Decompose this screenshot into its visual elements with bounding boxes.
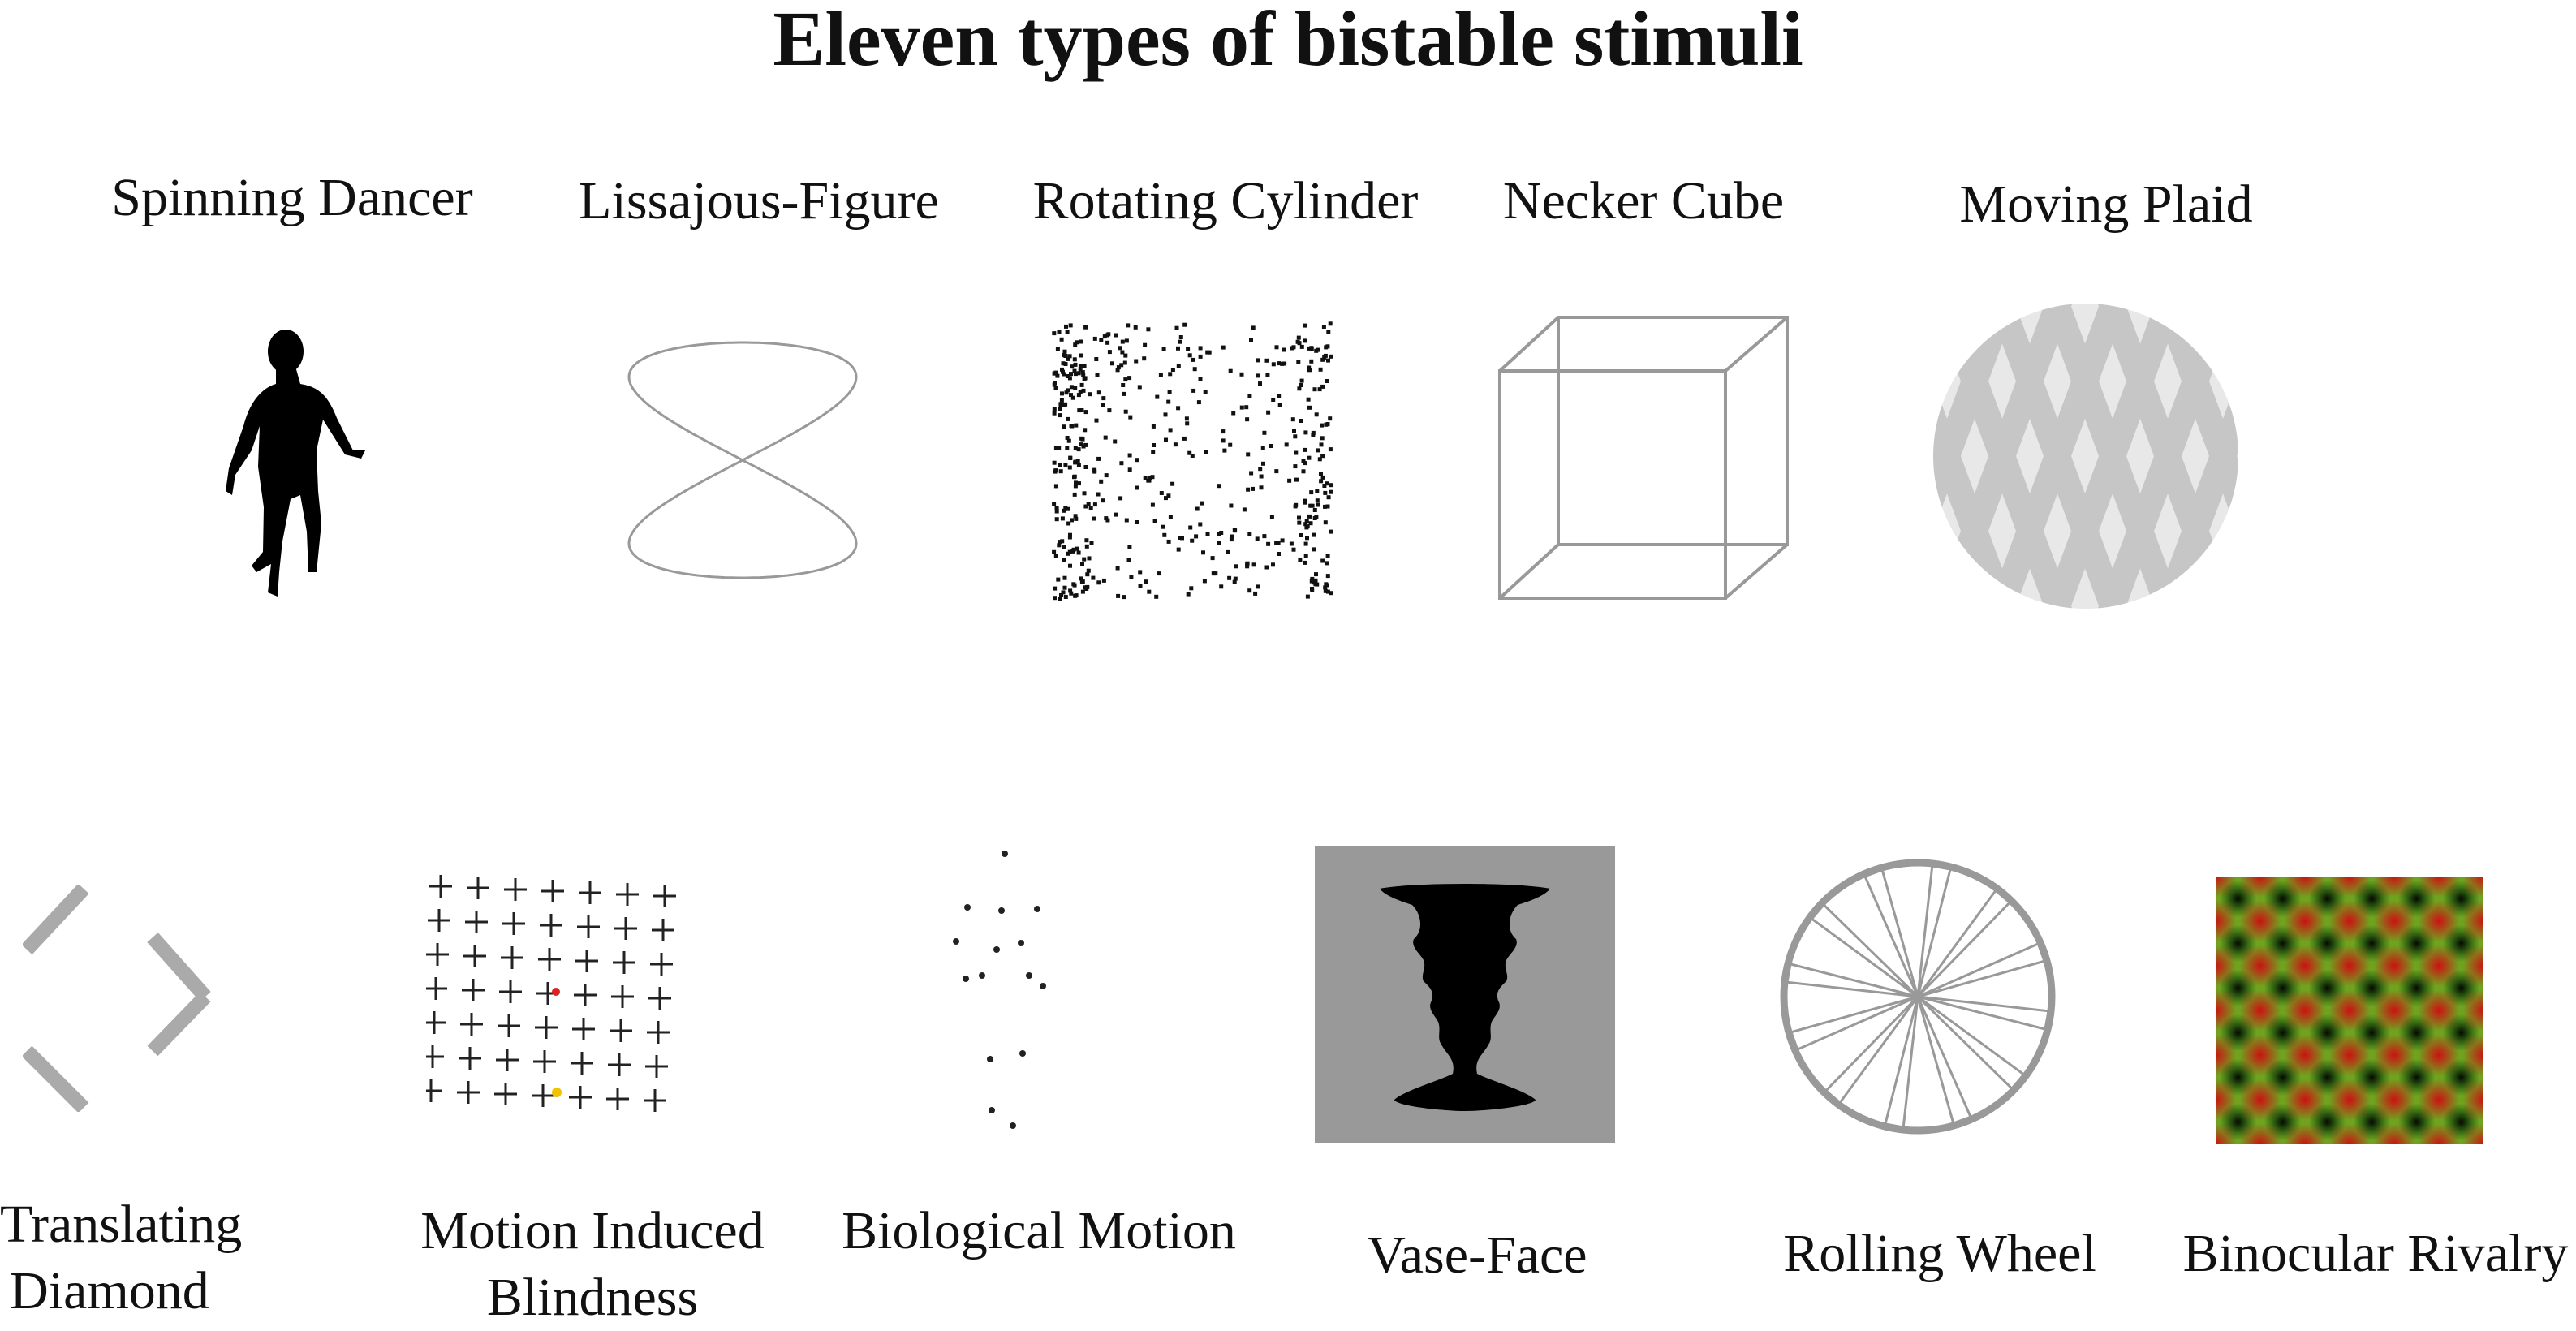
biological-motion-dots [953,851,1046,1129]
label-vase-face: Vase-Face [1367,1225,1587,1285]
label-necker-cube: Necker Cube [1502,171,1785,230]
lissajous-curve [627,341,858,579]
figure-title: Eleven types of bistable stimuli [773,0,1803,82]
label-binocular-rivalry: Binocular Rivalry [2182,1224,2569,1283]
lissajous-figure [627,341,858,579]
rotating-cylinder-dots [1052,321,1333,601]
translating-diamond [23,885,211,1112]
vase-face-figure [1315,846,1615,1143]
binocular-rivalry-checkerboard [2216,877,2483,1144]
label-rotating-cylinder: Rotating Cylinder [1032,171,1419,230]
label-biological-motion: Biological Motion [842,1201,1236,1260]
necker-cube [1498,316,1789,600]
label-lissajous-figure: Lissajous-Figure [579,171,939,230]
motion-induced-blindness-grid [426,875,676,1112]
label-spinning-dancer: Spinning Dancer [111,168,473,227]
label-moving-plaid: Moving Plaid [1959,174,2253,234]
moving-plaid-disc [1933,304,2238,609]
spinning-dancer-silhouette [226,330,365,597]
rolling-wheel [1780,859,2056,1135]
label-rolling-wheel: Rolling Wheel [1783,1224,2096,1283]
